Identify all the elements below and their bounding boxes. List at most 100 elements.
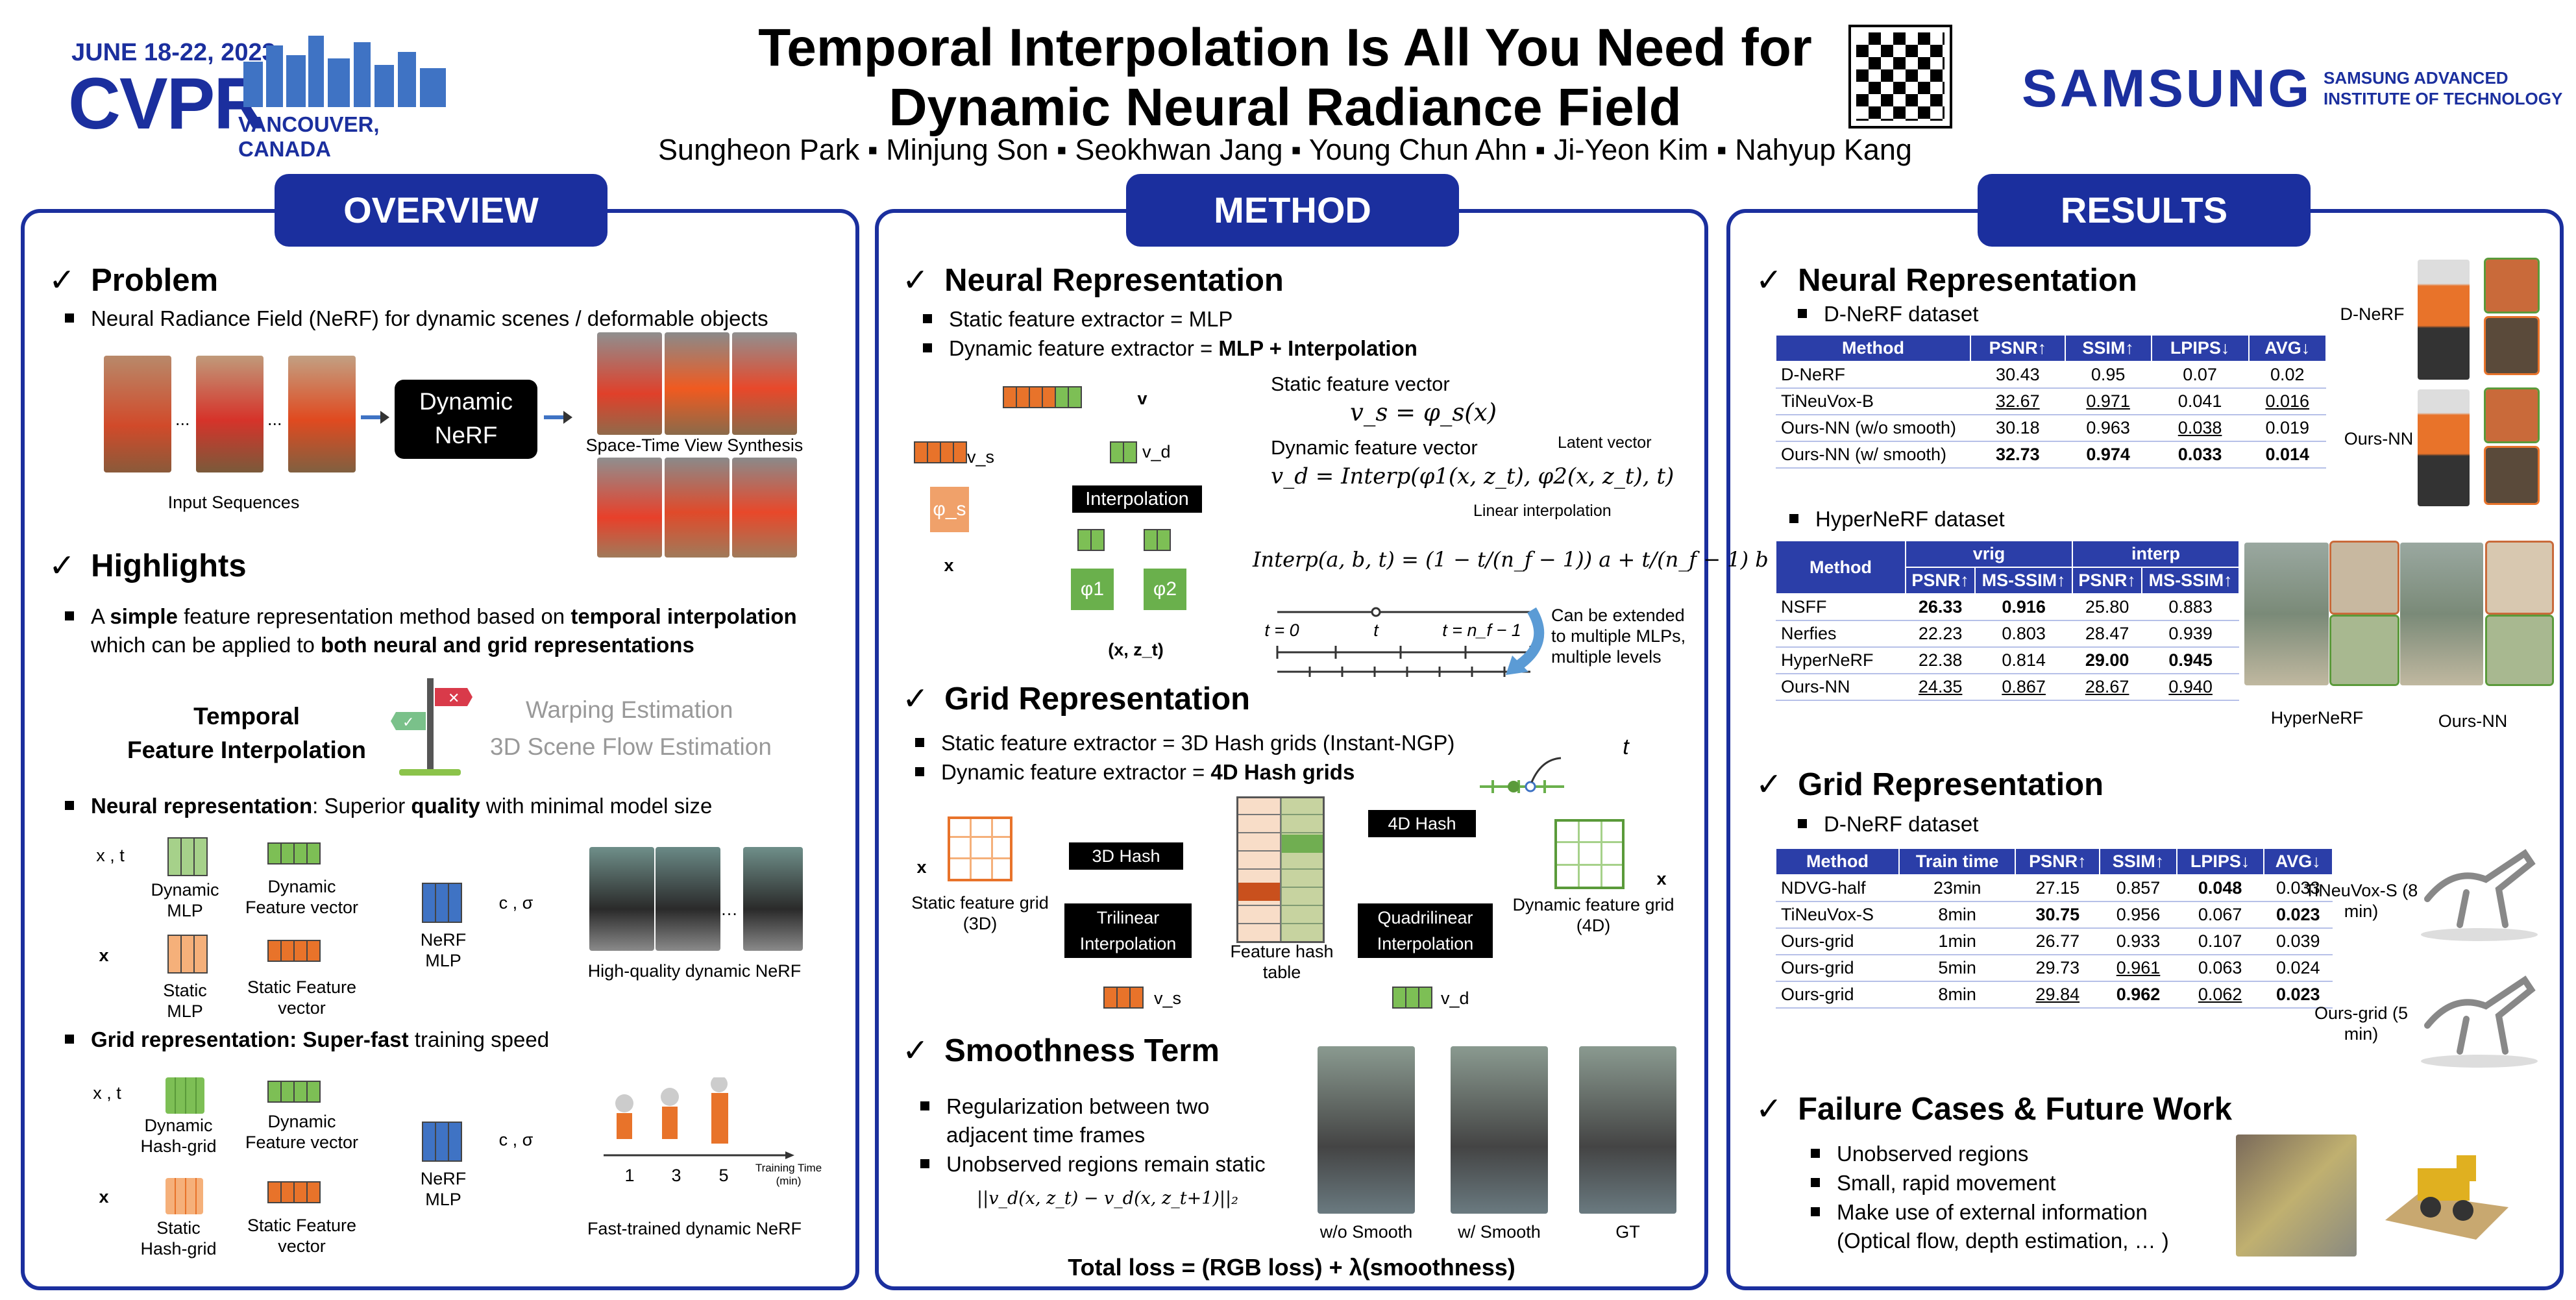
- t-label-g: t: [1623, 735, 1629, 759]
- dynamic-hash-icon: [166, 1077, 204, 1114]
- wo-smooth-label: w/o Smooth: [1319, 1222, 1413, 1242]
- c-sigma-output: c , σ: [498, 893, 534, 913]
- latent-label: Latent vector: [1558, 434, 1652, 452]
- tn-label: t = n_f − 1: [1442, 620, 1521, 640]
- vd-icon: [1110, 441, 1137, 463]
- dnerf-dataset-label: D-NeRF dataset: [1798, 300, 1978, 328]
- neural-rep-bullet: Neural representation: Superior quality …: [65, 792, 712, 820]
- dnerf-crop-1: [2484, 258, 2540, 313]
- fail-b2: Small, rapid movement: [1811, 1169, 2055, 1197]
- static-grid-cube: [948, 816, 1012, 881]
- dynamic-mlp-label: Dynamic MLP: [151, 880, 219, 920]
- sfv-equation: v_s = φ_s(x): [1350, 399, 1497, 426]
- method-s-b2: Unobserved regions remain static: [920, 1150, 1266, 1179]
- vd-out-label: v_d: [1441, 988, 1469, 1008]
- failure-img-1: [2236, 1134, 2357, 1257]
- method-s-b1: Regularization between two adjacent time…: [920, 1092, 1258, 1149]
- oursnn-img-label: Ours-NN: [2344, 429, 2414, 448]
- phi2-out: [1144, 529, 1171, 551]
- method-grid-heading: ✓Grid Representation: [902, 681, 1251, 717]
- x-input-g: x: [916, 857, 927, 877]
- oursnn-hyper-crop-1: [2485, 541, 2554, 615]
- oursnn-hyper-img: [2400, 543, 2483, 685]
- xt-input-2: x , t: [93, 1083, 121, 1103]
- warping-estimation: Warping Estimation: [526, 696, 733, 723]
- failure-heading: ✓Failure Cases & Future Work: [1756, 1092, 2233, 1127]
- interpolation-box: Interpolation: [1072, 485, 1202, 513]
- cvpr-logo: CVPR VANCOUVER, CANADA: [68, 36, 451, 161]
- static-fv-icon: [267, 940, 321, 962]
- oursnn-person-img: [2418, 389, 2470, 506]
- fast-training-chart: [604, 1077, 794, 1159]
- nerf-mlp-label: NeRF MLP: [420, 930, 467, 970]
- dynamic-grid-cube: [1554, 819, 1625, 889]
- dnerf-person-img: [2418, 260, 2470, 380]
- hypernerf-img: [2244, 543, 2329, 685]
- failure-img-2: [2385, 1155, 2509, 1240]
- trilinear-box: Trilinear Interpolation: [1064, 903, 1192, 958]
- hash4-box: 4D Hash: [1368, 810, 1476, 837]
- signpost-icon: ✕✓: [391, 678, 472, 776]
- linear-interp-label: Linear interpolation: [1473, 502, 1612, 520]
- cvpr-date: JUNE 18-22, 2023: [71, 39, 276, 66]
- hypernerf-crop-1: [2329, 541, 2399, 615]
- quadrilinear-box: Quadrilinear Interpolation: [1358, 903, 1493, 958]
- dnerf-dataset-label-2: D-NeRF dataset: [1798, 810, 1978, 839]
- x-input: x: [99, 946, 109, 965]
- hq-img-2: [656, 847, 720, 951]
- phi1-out: [1077, 529, 1105, 551]
- input-frame-2: [196, 356, 264, 472]
- w-smooth-label: w/ Smooth: [1458, 1222, 1541, 1242]
- results-neural-heading: ✓Neural Representation: [1756, 263, 2137, 298]
- hypernerf-crop-2: [2329, 615, 2399, 686]
- dynamic-grid-label: Dynamic feature grid (4D): [1512, 895, 1674, 935]
- gt-img: [1579, 1046, 1676, 1214]
- dino-render-1: [2421, 849, 2538, 941]
- arrow: [361, 411, 389, 424]
- qr-code[interactable]: [1848, 25, 1952, 129]
- nerf-mlp-icon-2: [422, 1122, 462, 1162]
- total-loss: Total loss = (RGB loss) + λ(smoothness): [1068, 1254, 1515, 1281]
- training-time-label: Training Time (min): [755, 1162, 822, 1187]
- dino-render-2: [2421, 975, 2538, 1068]
- vd-out: [1392, 987, 1432, 1009]
- stvs-label: Space-Time View Synthesis: [585, 435, 803, 455]
- authors: Sungheon Park ▪ Minjung Son ▪ Seokhwan J…: [658, 133, 1912, 166]
- problem-bullet: Neural Radiance Field (NeRF) for dynamic…: [65, 304, 768, 333]
- c-sigma-output-2: c , σ: [498, 1130, 534, 1149]
- oursnn-hyper-crop-2: [2485, 615, 2554, 686]
- static-hash-label: Static Hash-grid: [140, 1218, 217, 1258]
- dynamic-hash-label: Dynamic Hash-grid: [140, 1116, 217, 1156]
- tick-5: 5: [718, 1166, 729, 1185]
- dynamic-fv-label: Dynamic Feature vector: [245, 877, 359, 917]
- method-neural-heading: ✓Neural Representation: [902, 263, 1284, 298]
- interp-equation: Interp(a, b, t) = (1 − t/(n_f − 1)) a + …: [1253, 547, 1769, 572]
- dynamic-fv-label-2: Dynamic Feature vector: [245, 1112, 359, 1152]
- hypernerf-img-label: HyperNeRF: [2270, 708, 2364, 728]
- method-n-b1: Static feature extractor = MLP: [923, 305, 1233, 334]
- fast-label: Fast-trained dynamic NeRF: [587, 1219, 802, 1238]
- input-sequences-label: Input Sequences: [167, 493, 300, 512]
- extend-label: Can be extended to multiple MLPs, multip…: [1551, 606, 1686, 667]
- hq-img-1: [589, 847, 654, 951]
- static-fv-label-2: Static Feature vector: [247, 1216, 357, 1256]
- static-hash-icon: [166, 1178, 203, 1214]
- svg-text:✕: ✕: [448, 690, 460, 706]
- tick-1: 1: [624, 1166, 635, 1185]
- dynamic-fv-icon-2: [267, 1081, 321, 1103]
- static-mlp-label: Static MLP: [163, 981, 207, 1021]
- curved-arrow-icon: [1506, 607, 1545, 675]
- phi2-box: φ2: [1144, 569, 1186, 610]
- hq-label: High-quality dynamic NeRF: [587, 961, 802, 981]
- gt-label: GT: [1615, 1222, 1640, 1242]
